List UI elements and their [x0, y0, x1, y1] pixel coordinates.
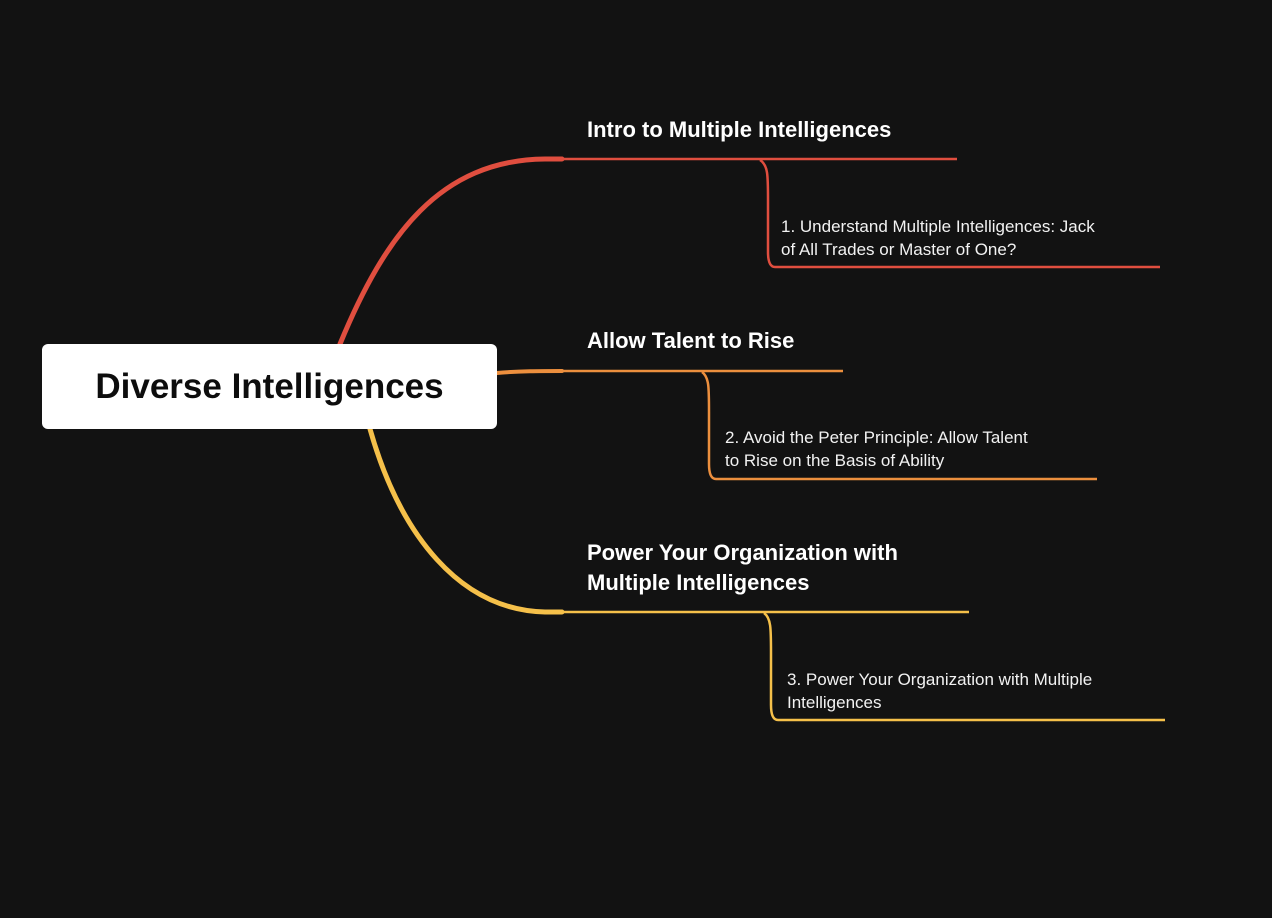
leaf-label-line: 2. Avoid the Peter Principle: Allow Tale… — [725, 428, 1028, 447]
branch-label-power[interactable]: Power Your Organization with Multiple In… — [587, 538, 898, 598]
leaf-label-3[interactable]: 3. Power Your Organization with Multiple… — [787, 668, 1092, 714]
leaf-label-line: of All Trades or Master of One? — [781, 240, 1017, 259]
leaf-connector-1 — [759, 158, 1160, 269]
leaf-label-line: 1. Understand Multiple Intelligences: Ja… — [781, 217, 1095, 236]
trunk-connector-3 — [367, 426, 565, 615]
trunk-connector-1 — [337, 156, 565, 347]
branch-label-intro[interactable]: Intro to Multiple Intelligences — [587, 115, 891, 145]
branch-label-talent[interactable]: Allow Talent to Rise — [587, 326, 794, 356]
root-label: Diverse Intelligences — [95, 366, 444, 406]
leaf-label-line: 3. Power Your Organization with Multiple — [787, 670, 1093, 689]
branch-label-line: Multiple Intelligences — [587, 570, 810, 595]
leaf-label-2[interactable]: 2. Avoid the Peter Principle: Allow Tale… — [725, 426, 1028, 472]
branch-label-line: Power Your Organization with — [587, 540, 898, 565]
leaf-label-line: Intelligences — [787, 693, 882, 712]
trunk-connector-2 — [495, 369, 564, 375]
root-node[interactable]: Diverse Intelligences — [42, 344, 497, 429]
leaf-connector-3 — [763, 611, 1165, 722]
leaf-connector-2 — [701, 370, 1097, 481]
leaf-label-line: to Rise on the Basis of Ability — [725, 451, 945, 470]
branch-label-line: Allow Talent to Rise — [587, 328, 795, 353]
branch-label-line: Intro to Multiple Intelligences — [587, 117, 892, 142]
leaf-label-1[interactable]: 1. Understand Multiple Intelligences: Ja… — [781, 215, 1095, 261]
